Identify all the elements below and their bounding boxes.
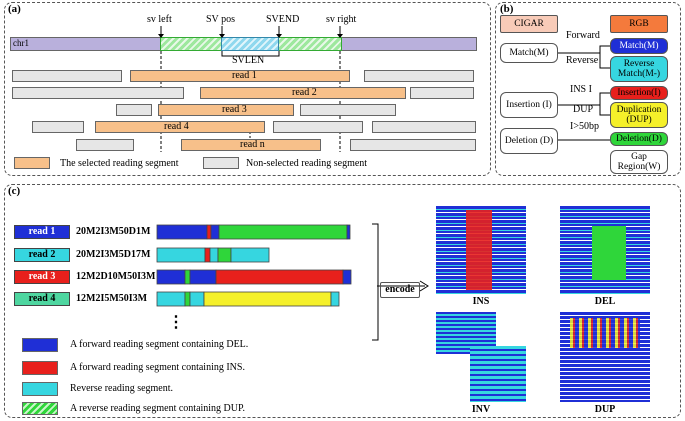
nonselected-read [372,121,476,133]
dup-signal [570,318,640,348]
insertion-node: Insertion (I) [500,92,558,118]
read-1-label: read 1 [232,70,257,81]
read-3-label: read 3 [222,104,247,115]
nonselected-read [273,121,363,133]
legend-del-swatch [22,338,58,352]
read-3-tag: read 3 [14,270,70,284]
panel-c [4,184,681,418]
ellipsis: ⋮ [168,314,184,331]
read-2-label: read 2 [292,87,317,98]
inv-image-label: INV [471,404,491,415]
i50-label: I>50bp [570,121,599,132]
legend-reverse-label: Reverse reading segment. [70,383,174,394]
nonselected-read [300,104,396,116]
reverse-label: Reverse [566,55,599,66]
ins-signal [466,210,492,290]
read-n-bar [181,139,321,151]
read-4-tag: read 4 [14,292,70,306]
read-1-tag: read 1 [14,225,70,239]
nonselected-read [350,139,476,151]
legend-ins-swatch [22,361,58,375]
gap-color: Gap Region(W) [610,150,668,174]
deletion-color: Deletion(D) [610,132,668,146]
cigar-header: CIGAR [500,15,558,33]
match-node: Match(M) [500,43,558,63]
match-reverse-color: Reverse Match(M-) [610,56,668,82]
read-2-tag: read 2 [14,248,70,262]
chromosome-label: chr1 [13,38,29,48]
legend-del-label: A forward reading segment containing DEL… [70,339,249,350]
ins-image-label: INS [472,296,490,307]
nonselected-read [12,87,184,99]
svend-label: SVEND [266,14,300,25]
forward-label: Forward [566,30,600,41]
svlen-label: SVLEN [232,55,265,66]
legend-selected-swatch [14,157,50,169]
panel-c-label: (c) [8,185,21,197]
read-4-cigar: 12M2I5M50I3M [76,293,148,304]
duplication-color: Duplication (DUP) [610,102,668,128]
read-2-cigar: 20M2I3M5D17M [76,249,151,260]
read-1-cigar: 20M2I3M50D1M [76,226,151,237]
match-forward-color: Match(M) [610,38,668,54]
panel-b-label: (b) [500,3,514,15]
panel-a-label: (a) [8,3,21,15]
nonselected-read [364,70,474,82]
nonselected-read [32,121,84,133]
sv-left-label: sv left [147,14,172,25]
rgb-header: RGB [610,15,668,33]
del-signal [592,226,626,280]
dup-image [560,312,650,402]
inv-image [436,312,526,402]
dup-label: DUP [573,104,594,115]
dup-image-label: DUP [594,404,616,415]
read-2-bar [200,87,406,99]
legend-ins-label: A forward reading segment containing INS… [70,362,245,373]
panel-a [4,2,491,176]
read-3-bar [158,104,294,116]
sv-pos-label: SV pos [206,14,235,25]
read-3-cigar: 12M2D10M50I3M [76,271,156,282]
sv-region-core [221,37,279,51]
legend-nonselected-swatch [203,157,239,169]
legend-dup-label: A reverse reading segment containing DUP… [70,403,245,414]
nonselected-read [76,139,134,151]
nonselected-read [12,70,122,82]
legend-dup-swatch [22,402,58,415]
encode-box: encode [380,282,420,298]
read-4-label: read 4 [164,121,189,132]
nonselected-read [410,87,474,99]
legend-selected-label: The selected reading segment [60,158,179,169]
nonselected-read [116,104,152,116]
del-image-label: DEL [594,296,616,307]
inv-reverse [470,346,526,402]
insertion-color: Insertion(I) [610,86,668,100]
ins-i-label: INS I [570,84,592,95]
read-n-label: read n [240,139,265,150]
sv-right-label: sv right [326,14,357,25]
read-4-bar [95,121,265,133]
read-1-bar [130,70,350,82]
deletion-node: Deletion (D) [500,128,558,154]
ins-image [436,206,526,294]
legend-nonselected-label: Non-selected reading segment [246,158,368,169]
panel-b [495,2,681,176]
legend-reverse-swatch [22,382,58,396]
del-image [560,206,650,294]
